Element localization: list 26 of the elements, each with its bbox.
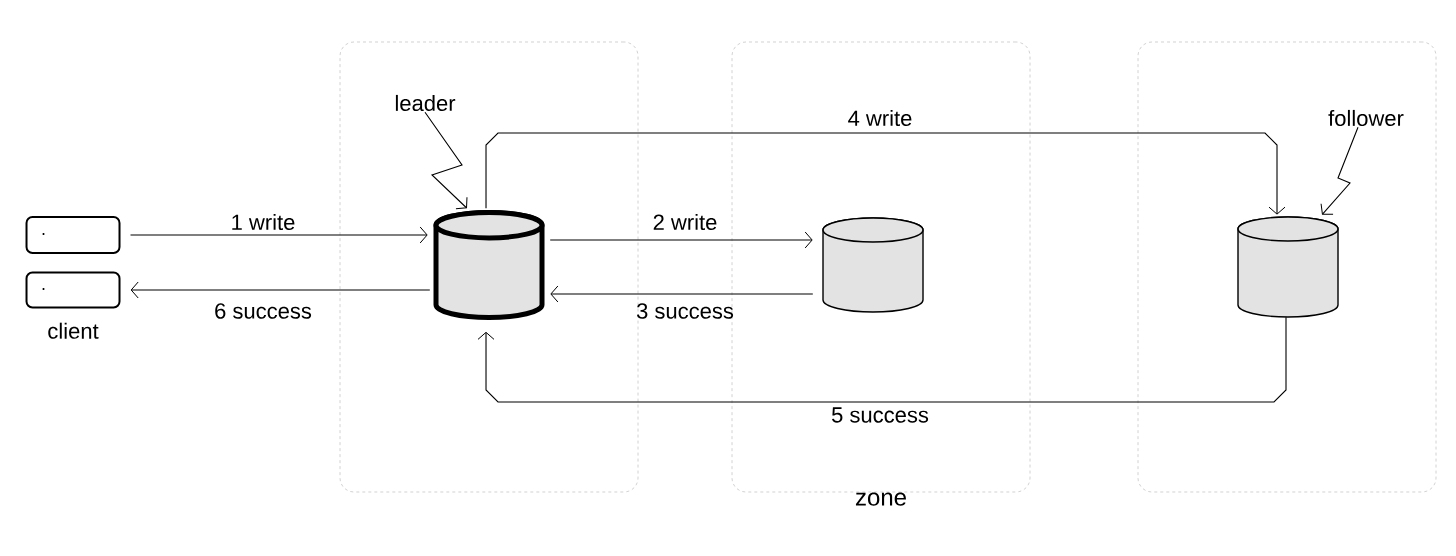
follower-label: follower	[1328, 109, 1404, 127]
leader-arrow	[1320, 126, 1359, 215]
arrow	[130, 281, 431, 299]
edge-label: 4 write	[848, 109, 912, 127]
arrow	[129, 226, 428, 244]
edge-label: 1 write	[232, 213, 295, 231]
zone-box	[339, 41, 639, 493]
edge-label: 2 write	[653, 213, 717, 231]
zone-box	[731, 41, 1031, 506]
database-cylinder	[822, 217, 924, 313]
zone-box	[1137, 41, 1437, 493]
database-cylinder	[1237, 216, 1339, 318]
edge-label: 5 success	[832, 407, 929, 423]
arrow	[485, 132, 1286, 215]
database-cylinder	[433, 210, 545, 320]
client-box	[25, 216, 121, 254]
arrow	[550, 285, 814, 303]
arrow	[549, 231, 813, 249]
leader-arrow	[424, 111, 468, 210]
client-label: client	[48, 322, 99, 339]
edge-label: 6 success	[215, 303, 312, 319]
client-box	[25, 271, 121, 339]
leader-label: leader	[395, 94, 456, 112]
edge-label: 3 success	[636, 303, 734, 319]
arrow	[477, 316, 1287, 403]
zone-label: zone	[855, 492, 906, 506]
